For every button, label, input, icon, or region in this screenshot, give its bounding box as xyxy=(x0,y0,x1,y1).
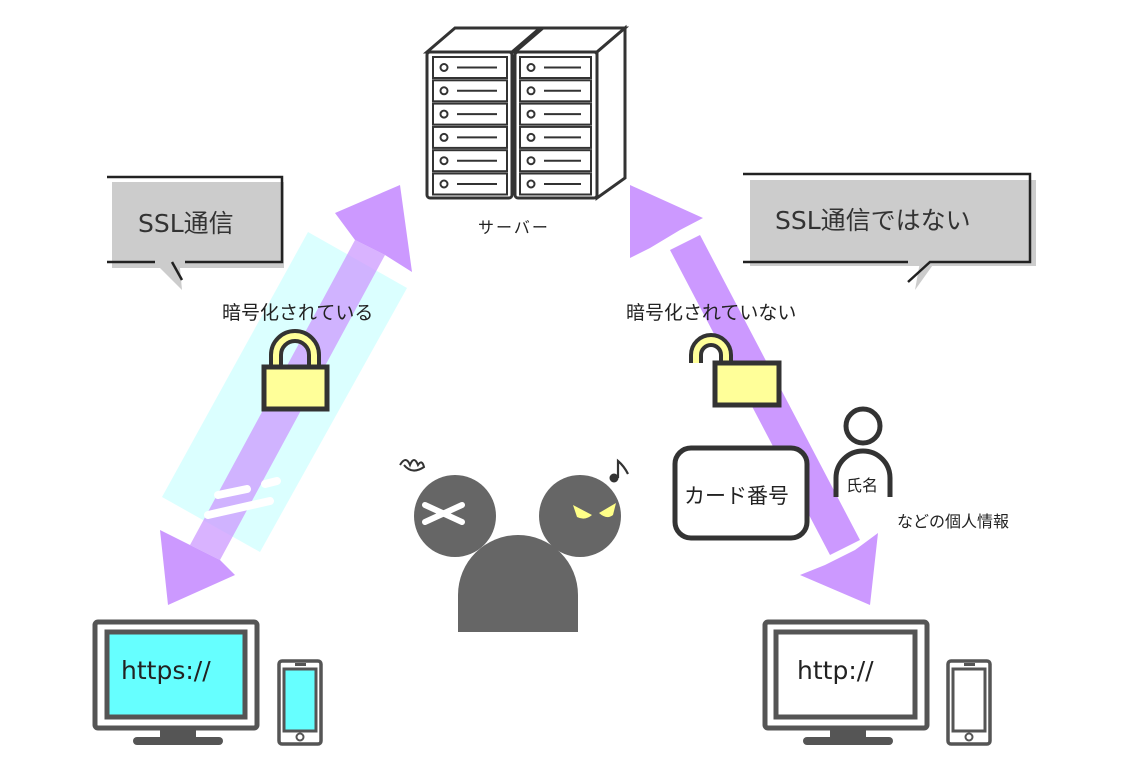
rack-led-icon xyxy=(526,132,536,142)
dizzy-icon xyxy=(399,459,426,472)
motion-line xyxy=(261,477,281,488)
left-monitor-icon xyxy=(92,619,260,745)
not-encrypted-label: 暗号化されていない xyxy=(626,302,797,324)
card-icon xyxy=(672,445,810,541)
right-bubble xyxy=(743,172,1036,290)
rack-led-icon xyxy=(526,156,536,166)
lock-open-icon xyxy=(689,333,782,408)
right-arrow-head-down xyxy=(800,533,878,605)
rack-led-icon xyxy=(439,179,449,189)
motion-line xyxy=(214,485,251,499)
attacker-body xyxy=(458,535,578,632)
rack-led-icon xyxy=(439,132,449,142)
encrypted-label: 暗号化されている xyxy=(222,302,374,324)
motion-line xyxy=(204,497,274,519)
left-bubble xyxy=(107,175,284,290)
left-arrow-head-up xyxy=(335,185,412,272)
evil-eye-icon xyxy=(599,503,616,518)
music-note-icon xyxy=(609,458,629,483)
person-label: 氏名 xyxy=(846,476,879,495)
right-bubble-text: SSL通信ではない xyxy=(775,206,971,235)
rack-led-icon xyxy=(439,156,449,166)
http-url: http:// xyxy=(797,656,874,685)
rack-led-icon xyxy=(439,109,449,119)
right-arrow-head-up xyxy=(630,185,703,258)
attacker-group xyxy=(399,458,629,632)
person-icon xyxy=(833,406,893,497)
left-phone-icon xyxy=(277,659,323,746)
evil-eye-icon xyxy=(573,505,592,519)
rack-led-icon xyxy=(439,86,449,96)
rack-led-icon xyxy=(526,179,536,189)
lock-closed-icon xyxy=(261,329,330,412)
personal-info-note: などの個人情報 xyxy=(897,512,1010,531)
https-url: https:// xyxy=(121,656,211,685)
rack-led-icon xyxy=(439,63,449,72)
rack-led-icon xyxy=(526,109,536,119)
server-label: サーバー xyxy=(478,218,550,237)
rack-led-icon xyxy=(526,86,536,96)
left-bubble-text: SSL通信 xyxy=(138,209,234,238)
right-phone-icon xyxy=(946,659,992,746)
card-label: カード番号 xyxy=(684,484,789,508)
left-arrow-head-down xyxy=(160,530,235,605)
rack-led-icon xyxy=(526,63,536,72)
right-monitor-icon xyxy=(762,619,930,745)
